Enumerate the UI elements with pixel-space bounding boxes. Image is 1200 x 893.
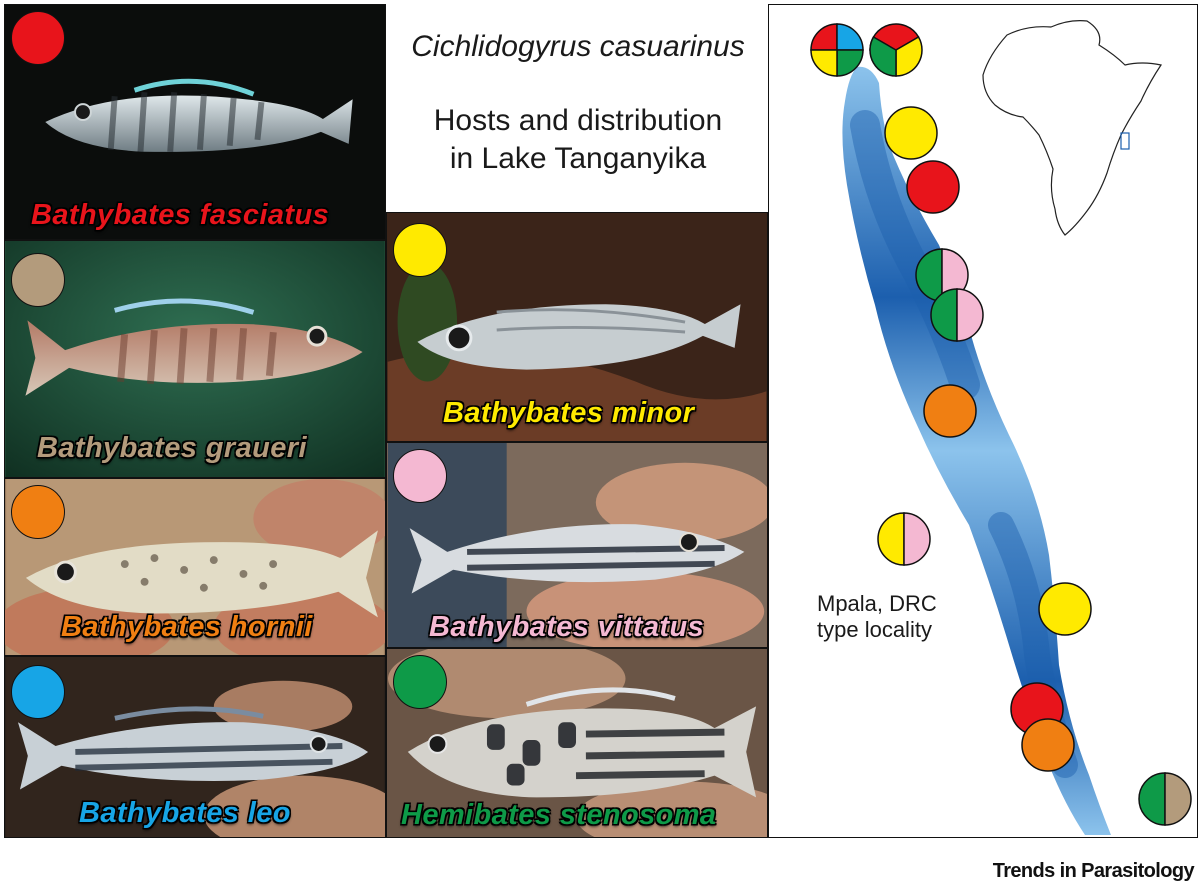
host-color-dot — [11, 11, 65, 65]
host-color-dot — [11, 665, 65, 719]
fish-photo — [5, 241, 385, 477]
host-name-label: Hemibates stenosoma — [401, 799, 717, 831]
distribution-markers — [810, 23, 1192, 826]
distribution-marker — [884, 106, 938, 160]
fish-photo — [387, 213, 767, 441]
distribution-marker — [906, 160, 960, 214]
host-color-dot — [393, 655, 447, 709]
distribution-marker — [869, 23, 923, 77]
host-name-label: Bathybates hornii — [61, 611, 313, 643]
photo-panel-bathybates-hornii: Bathybates hornii — [4, 478, 386, 656]
distribution-marker — [1038, 582, 1092, 636]
photo-panel-hemibates-stenosoma: Hemibates stenosoma — [386, 648, 768, 838]
host-color-dot — [11, 485, 65, 539]
host-name-label: Bathybates vittatus — [429, 611, 705, 643]
host-color-dot — [393, 449, 447, 503]
figure-subtitle-line-1: Hosts and distribution — [433, 104, 723, 137]
host-color-dot — [393, 223, 447, 277]
distribution-marker — [1021, 718, 1075, 772]
photo-panel-bathybates-graueri: Bathybates graueri — [4, 240, 386, 478]
distribution-marker — [877, 512, 931, 566]
africa-inset-outline — [982, 20, 1162, 236]
distribution-marker — [930, 288, 984, 342]
host-name-label: Bathybates leo — [79, 797, 291, 829]
distribution-marker — [915, 248, 969, 302]
lake-tanganyika-map — [810, 20, 1192, 836]
journal-name: Trends in Parasitology — [992, 860, 1195, 882]
host-name-label: Bathybates minor — [443, 397, 695, 429]
host-name-label: Bathybates fasciatus — [31, 199, 330, 231]
distribution-marker — [923, 384, 977, 438]
type-locality-label-line-2: type locality — [817, 617, 932, 642]
lake-tanganyika-map-panel: Mpala, DRC type locality — [768, 4, 1198, 838]
distribution-marker — [1138, 772, 1192, 826]
photo-panel-bathybates-leo: Bathybates leo — [4, 656, 386, 838]
host-name-label: Bathybates graueri — [37, 432, 307, 464]
fish-photo — [45, 78, 353, 152]
figure-subtitle-line-2: in Lake Tanganyika — [449, 142, 707, 175]
lake-tanganyika-shape — [842, 66, 1111, 836]
distribution-marker — [810, 23, 864, 77]
photo-panel-bathybates-vittatus: Bathybates vittatus — [386, 442, 768, 648]
type-locality-label-line-1: Mpala, DRC — [817, 591, 937, 616]
fish-photo — [6, 657, 385, 837]
photo-panel-bathybates-minor: Bathybates minor — [386, 212, 768, 442]
fish-photo — [387, 443, 767, 647]
figure-title-box: Cichlidogyrus casuarinus Hosts and distr… — [388, 4, 768, 210]
host-color-dot — [11, 253, 65, 307]
parasite-species-title: Cichlidogyrus casuarinus — [411, 30, 745, 63]
fish-photo — [5, 479, 385, 655]
photo-panel-bathybates-fasciatus: Bathybates fasciatus — [4, 4, 386, 240]
lake-tanganyika-inset-marker — [1120, 132, 1130, 150]
fish-photo — [388, 649, 767, 837]
